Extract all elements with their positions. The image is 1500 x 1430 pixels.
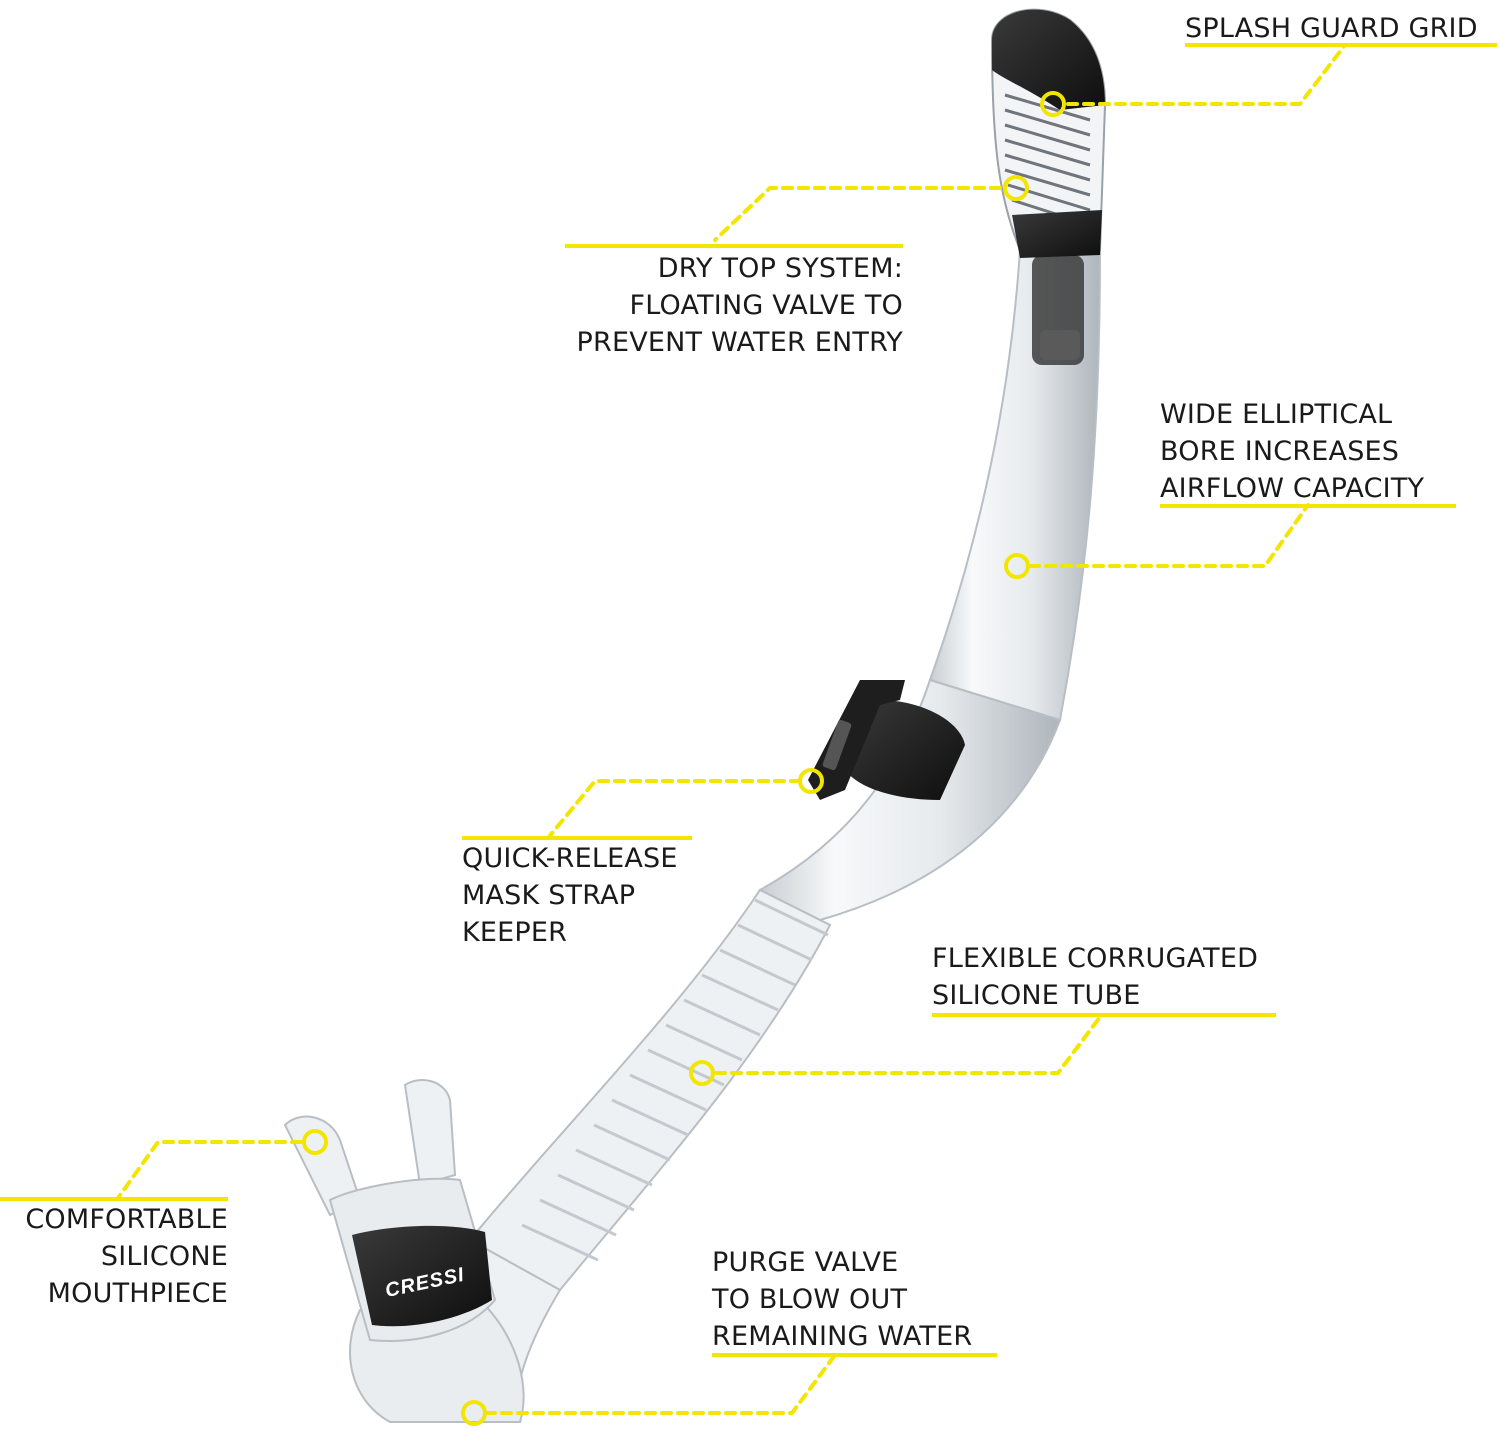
leader-dry-top	[713, 186, 1002, 242]
callout-line: QUICK-RELEASE	[462, 843, 678, 874]
splash-guard	[990, 8, 1107, 258]
top-collar	[1012, 210, 1102, 258]
marker-flexible-tube	[689, 1060, 715, 1086]
callout-line: FLOATING VALVE TO	[629, 290, 903, 321]
callout-line: MASK STRAP	[462, 880, 636, 911]
marker-purge-valve	[461, 1400, 487, 1426]
callout-line: FLEXIBLE CORRUGATED	[932, 943, 1259, 974]
keeper-ring	[845, 700, 965, 800]
callout-line: DRY TOP SYSTEM:	[657, 253, 903, 284]
mouthpiece-flange-right	[403, 1079, 457, 1187]
splash-guard-cap	[992, 9, 1105, 110]
callout-markers	[302, 91, 1066, 1426]
mask-strap-keeper	[808, 680, 965, 800]
callout-dry-top: DRY TOP SYSTEM: FLOATING VALVE TO PREVEN…	[540, 250, 903, 361]
marker-mouthpiece	[302, 1129, 328, 1155]
callout-line: SPLASH GUARD GRID	[1185, 13, 1478, 44]
callout-line: COMFORTABLE	[25, 1204, 228, 1235]
callout-mouthpiece: COMFORTABLE SILICONE MOUTHPIECE	[0, 1201, 228, 1312]
keeper-clip-slot	[822, 719, 852, 771]
callout-flexible-tube: FLEXIBLE CORRUGATED SILICONE TUBE	[932, 940, 1258, 1014]
marker-quick-release	[798, 768, 824, 794]
snorkel-body	[349, 249, 1102, 1423]
callout-wide-bore: WIDE ELLIPTICAL BORE INCREASES AIRFLOW C…	[1160, 396, 1424, 507]
callout-line: PREVENT WATER ENTRY	[576, 327, 903, 358]
corrugation-ridges	[521, 898, 829, 1262]
marker-dry-top	[1003, 175, 1029, 201]
callout-line: PURGE VALVE	[712, 1247, 899, 1278]
leader-mouthpiece	[116, 1140, 303, 1200]
callout-line: MOUTHPIECE	[47, 1278, 228, 1309]
callout-quick-release: QUICK-RELEASE MASK STRAP KEEPER	[462, 840, 678, 951]
callout-underlines	[0, 43, 1497, 1357]
mouthpiece-badge	[352, 1225, 492, 1327]
valve-inner	[1040, 330, 1080, 360]
leader-flexible-tube	[714, 1015, 1102, 1075]
callout-splash-guard: SPLASH GUARD GRID	[1185, 10, 1478, 47]
callout-line: AIRFLOW CAPACITY	[1160, 473, 1425, 504]
leader-quick-release	[546, 779, 802, 840]
leader-purge-valve	[484, 1353, 837, 1415]
leader-wide-bore	[1028, 503, 1310, 568]
callout-line: TO BLOW OUT	[712, 1284, 908, 1315]
callout-line: BORE INCREASES	[1160, 436, 1400, 467]
callout-line: SILICONE	[100, 1241, 228, 1272]
callout-lines	[116, 43, 1347, 1415]
keeper-clip	[808, 680, 905, 800]
marker-splash-guard	[1040, 91, 1066, 117]
callout-purge-valve: PURGE VALVE TO BLOW OUT REMAINING WATER	[712, 1244, 972, 1355]
callout-line: WIDE ELLIPTICAL	[1160, 399, 1393, 430]
callout-line: KEEPER	[462, 917, 568, 948]
mouthpiece: CRESSI	[283, 1079, 497, 1342]
callout-line: REMAINING WATER	[712, 1321, 973, 1352]
callout-line: SILICONE TUBE	[932, 980, 1141, 1011]
marker-wide-bore	[1004, 553, 1030, 579]
leader-splash-guard	[1066, 43, 1347, 106]
